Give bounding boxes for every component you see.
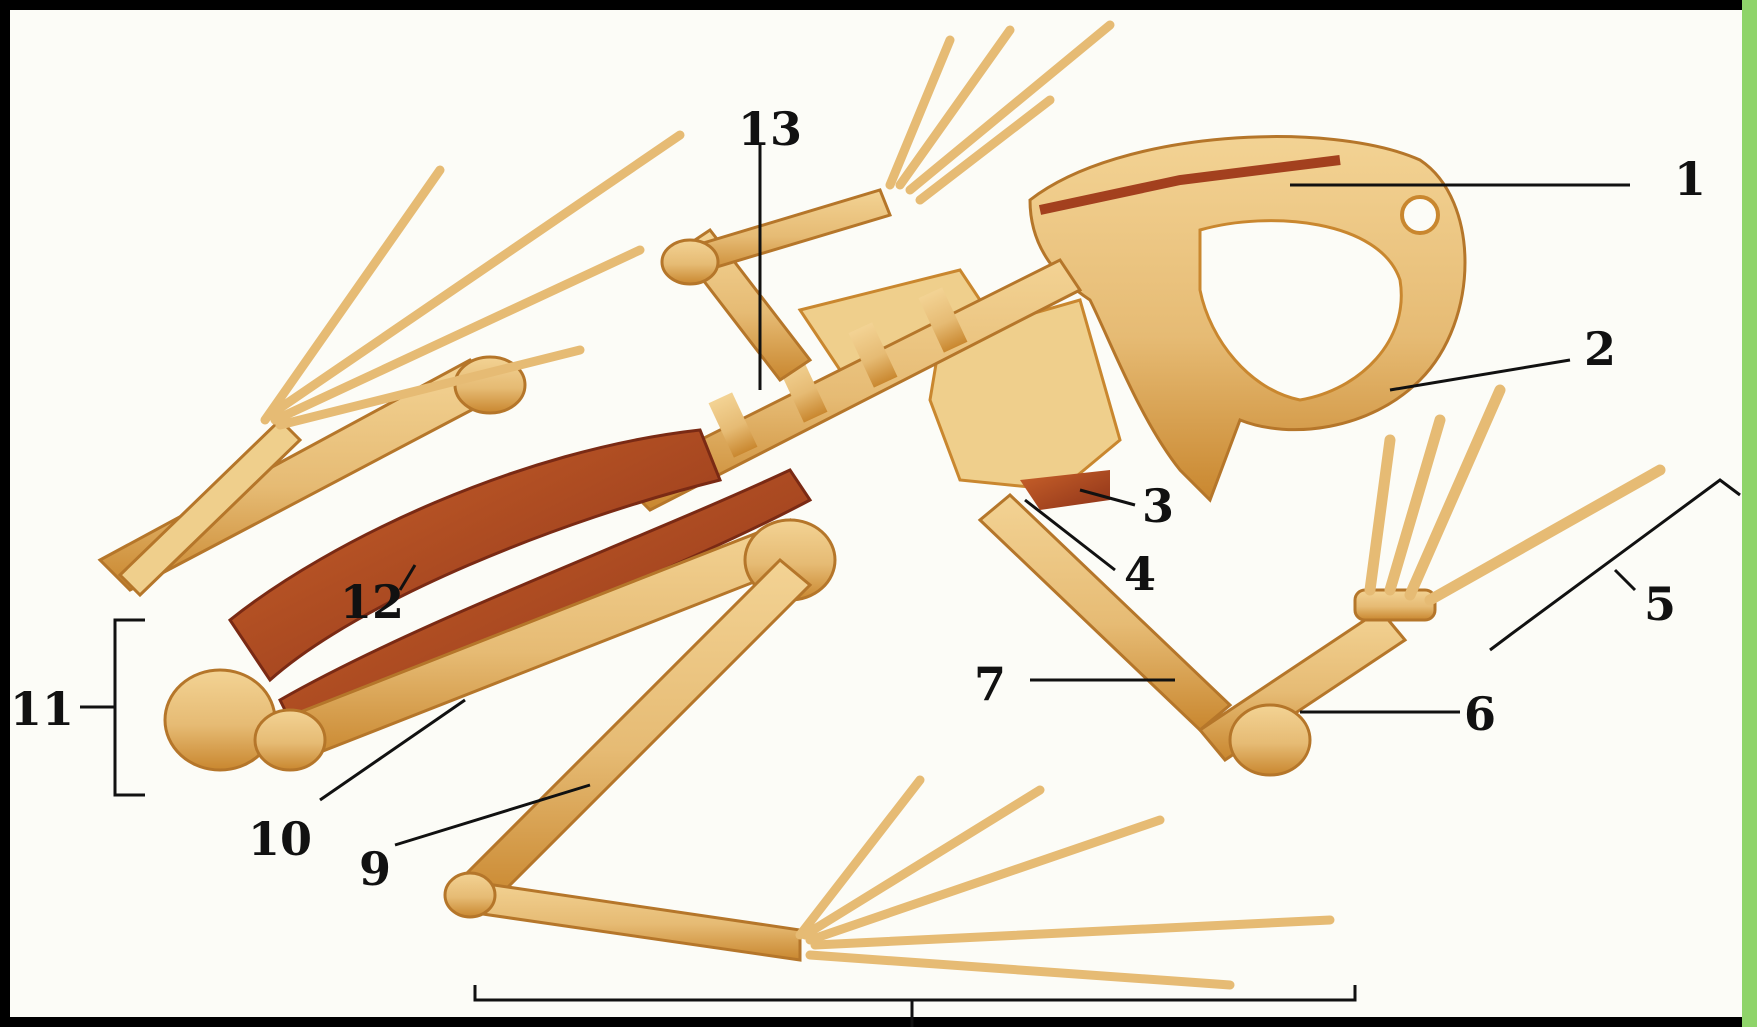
callout-3: 3 [1142,479,1174,533]
callout-5: 5 [1644,577,1676,631]
callout-10: 10 [248,812,312,866]
callout-12: 12 [340,575,404,629]
callout-4: 4 [1124,547,1156,601]
callout-6: 6 [1464,687,1496,741]
callout-2: 2 [1584,322,1616,376]
callout-9: 9 [359,842,391,896]
callout-11: 11 [10,682,74,736]
callout-7: 7 [974,657,1006,711]
callout-13: 13 [738,102,802,156]
callout-1: 1 [1674,152,1706,206]
